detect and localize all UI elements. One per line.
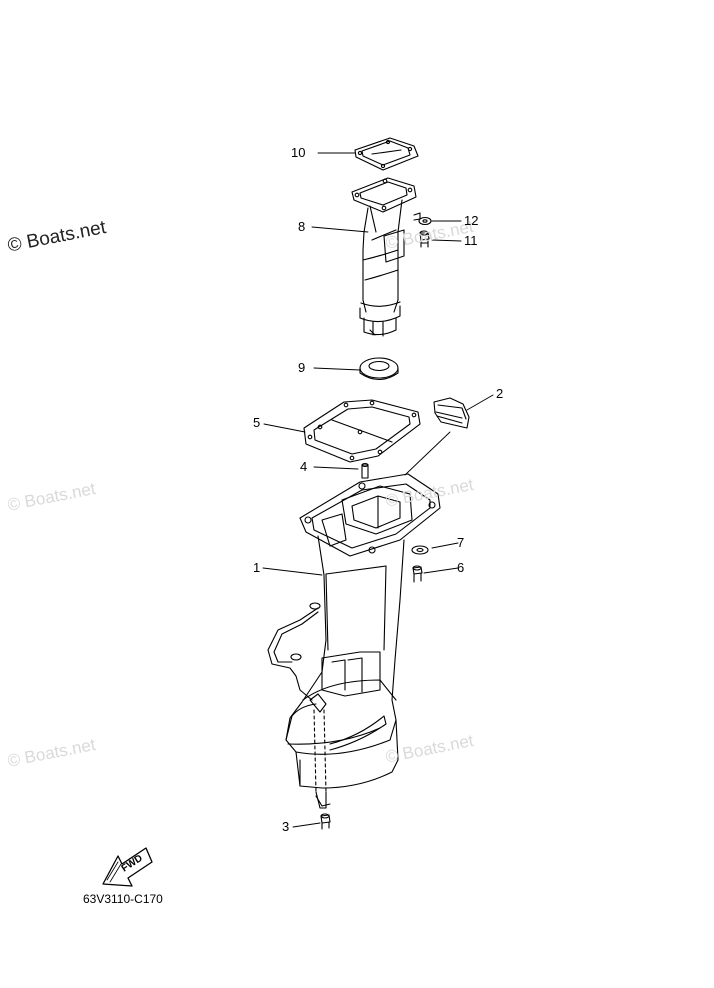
part-5-gasket <box>303 399 421 463</box>
fwd-arrow-icon <box>102 847 153 887</box>
callout-4: 4 <box>300 459 308 474</box>
callout-3: 3 <box>282 819 290 834</box>
callout-10: 10 <box>291 145 306 160</box>
part-9-seal <box>359 357 399 381</box>
callout-2: 2 <box>496 386 504 401</box>
part-10-gasket <box>354 137 419 171</box>
callout-6: 6 <box>457 560 465 575</box>
part-3-bolt <box>320 813 331 830</box>
part-7-washer <box>411 545 429 555</box>
part-12-washer <box>413 212 432 226</box>
part-2-pad <box>433 397 470 429</box>
part-4-pin <box>361 462 369 479</box>
callout-7: 7 <box>457 535 465 550</box>
callout-1: 1 <box>253 560 261 575</box>
callout-9: 9 <box>298 360 306 375</box>
callout-12: 12 <box>464 213 479 228</box>
part-1-upper-casing <box>267 473 441 809</box>
leader-lines <box>262 152 494 828</box>
callout-11: 11 <box>464 233 478 248</box>
callout-8: 8 <box>298 219 306 234</box>
part-6-bolt <box>412 565 423 583</box>
part-11-bolt <box>419 230 430 248</box>
fwd-label: FWD <box>120 853 145 875</box>
diagram-part-code: 63V3110-C170 <box>83 892 163 906</box>
part-8-exhaust-pipe <box>351 177 417 337</box>
callout-5: 5 <box>253 415 261 430</box>
